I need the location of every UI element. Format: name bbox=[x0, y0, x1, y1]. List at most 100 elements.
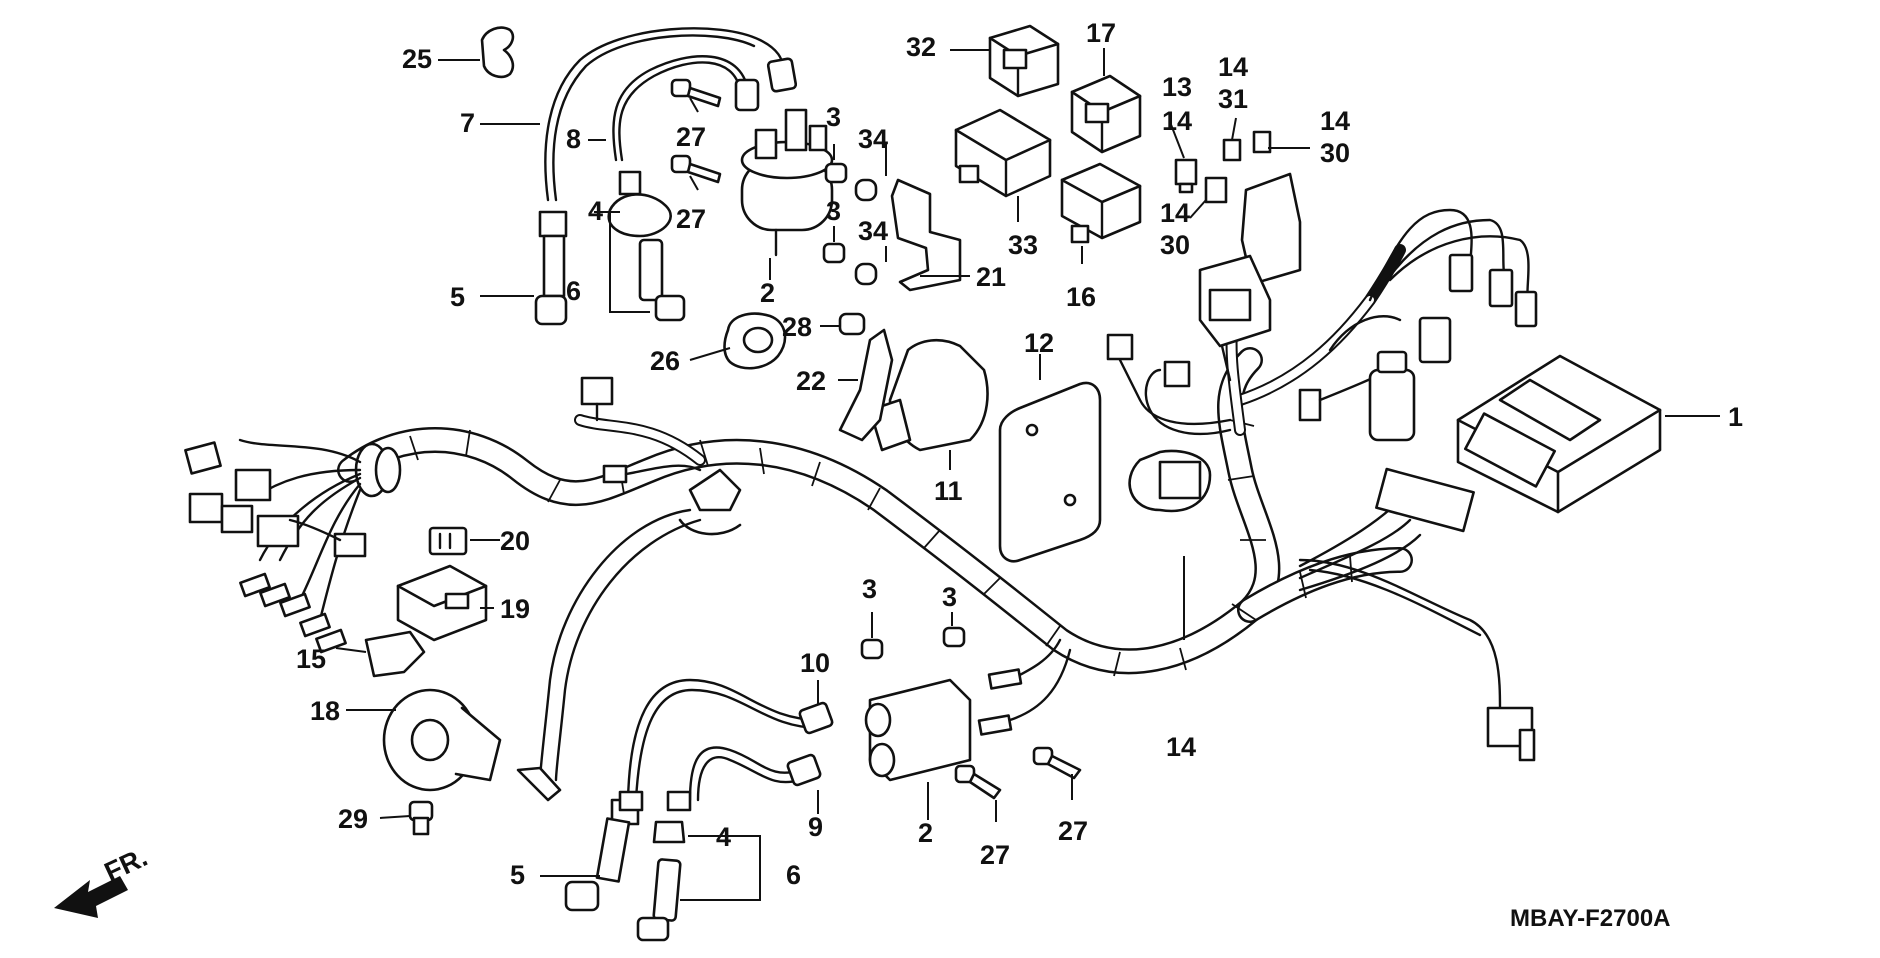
label-31: 31 bbox=[1218, 84, 1248, 114]
clip-22 bbox=[838, 328, 894, 442]
collar-34-a bbox=[854, 178, 878, 202]
label-3-c: 3 bbox=[862, 574, 877, 604]
nut-3-c bbox=[860, 638, 884, 660]
label-34-a: 34 bbox=[858, 124, 888, 154]
bolt-27-d bbox=[1032, 746, 1082, 780]
horn-18 bbox=[382, 688, 502, 792]
label-26: 26 bbox=[650, 346, 680, 376]
label-12: 12 bbox=[1024, 328, 1054, 358]
fuse-31 bbox=[1222, 138, 1242, 162]
horn-wire-2 bbox=[554, 518, 702, 782]
nut-3-b bbox=[822, 242, 846, 264]
clip-25 bbox=[480, 26, 515, 79]
horn-terminal bbox=[516, 766, 562, 802]
diagram-code: MBAY-F2700A bbox=[1510, 905, 1671, 932]
label-14-c: 14 bbox=[1320, 106, 1350, 136]
horn-wire bbox=[538, 508, 692, 782]
label-10: 10 bbox=[800, 648, 830, 678]
connector-20 bbox=[428, 526, 468, 556]
label-30-b: 30 bbox=[1160, 230, 1190, 260]
label-1: 1 bbox=[1728, 402, 1743, 432]
label-14-e: 14 bbox=[1166, 732, 1196, 762]
ecm-unit bbox=[1456, 354, 1662, 514]
plug-boot-top bbox=[607, 170, 672, 238]
bolt-27-c bbox=[954, 764, 1002, 800]
label-27-c: 27 bbox=[980, 840, 1010, 870]
front-direction-label: FR. bbox=[100, 842, 152, 888]
label-2-relay: 2 bbox=[760, 278, 775, 308]
label-17: 17 bbox=[1086, 18, 1116, 48]
spark-plug-bottom bbox=[636, 820, 686, 942]
label-20: 20 bbox=[500, 526, 530, 556]
grommet-28 bbox=[838, 312, 866, 336]
label-2-coil: 2 bbox=[918, 818, 933, 848]
left-harness-branch bbox=[184, 438, 367, 654]
starter-relay-top bbox=[740, 108, 834, 257]
label-25: 25 bbox=[402, 44, 432, 74]
label-33: 33 bbox=[1008, 230, 1038, 260]
label-6-bottom: 6 bbox=[786, 860, 801, 890]
label-13: 13 bbox=[1162, 72, 1192, 102]
plug-wires-lower bbox=[618, 678, 834, 812]
label-14-a: 14 bbox=[1162, 106, 1192, 136]
relay-17 bbox=[1070, 74, 1142, 154]
label-5-bottom: 5 bbox=[510, 860, 525, 890]
label-28: 28 bbox=[782, 312, 812, 342]
label-19: 19 bbox=[500, 594, 530, 624]
label-27-b: 27 bbox=[676, 204, 706, 234]
spark-plug-top bbox=[638, 238, 686, 322]
label-4-bottom: 4 bbox=[716, 822, 731, 852]
plate-12 bbox=[998, 381, 1102, 563]
fuse-14-30 bbox=[1252, 130, 1272, 154]
relay-16 bbox=[1060, 162, 1142, 244]
bolt-27-b bbox=[670, 154, 722, 184]
label-27-d: 27 bbox=[1058, 816, 1088, 846]
nut-3-d bbox=[942, 626, 966, 648]
label-15: 15 bbox=[296, 644, 326, 674]
label-5-top: 5 bbox=[450, 282, 465, 312]
label-29: 29 bbox=[338, 804, 368, 834]
relay-bracket bbox=[890, 178, 962, 292]
right-harness-branch bbox=[1234, 208, 1538, 762]
label-6-top: 6 bbox=[566, 276, 581, 306]
label-3-d: 3 bbox=[942, 582, 957, 612]
label-14-d: 14 bbox=[1160, 198, 1190, 228]
label-9: 9 bbox=[808, 812, 823, 842]
label-7: 7 bbox=[460, 108, 475, 138]
nut-3-a bbox=[824, 162, 848, 184]
label-34-b: 34 bbox=[858, 216, 888, 246]
front-direction-arrow bbox=[54, 876, 128, 918]
fuse-13 bbox=[1174, 158, 1198, 194]
relay-33 bbox=[954, 108, 1052, 198]
relay-19 bbox=[396, 564, 488, 642]
spark-plug-cap-top bbox=[534, 210, 568, 326]
fuse-box bbox=[1198, 172, 1302, 382]
label-18: 18 bbox=[310, 696, 340, 726]
ignition-coil bbox=[864, 678, 972, 782]
bolt-29 bbox=[408, 800, 434, 836]
label-21: 21 bbox=[976, 262, 1006, 292]
upper-harness-branch bbox=[574, 376, 742, 536]
label-22: 22 bbox=[796, 366, 826, 396]
relay-32 bbox=[988, 24, 1060, 98]
collar-34-b bbox=[854, 262, 878, 286]
label-3-b: 3 bbox=[826, 196, 841, 226]
label-32: 32 bbox=[906, 32, 936, 62]
fuse-14-a bbox=[1204, 176, 1228, 204]
label-11: 11 bbox=[934, 476, 963, 506]
callout-labels: 1 2 2 3 3 3 3 4 4 5 5 6 6 7 8 9 10 11 12… bbox=[100, 18, 1743, 932]
label-16: 16 bbox=[1066, 282, 1096, 312]
bolt-27-a bbox=[670, 78, 722, 108]
label-30-a: 30 bbox=[1320, 138, 1350, 168]
plug-wires-upper bbox=[544, 27, 798, 202]
clamp-26 bbox=[723, 312, 787, 370]
spark-plug-cap-bottom bbox=[564, 798, 640, 912]
label-4-top: 4 bbox=[588, 196, 603, 226]
bracket-15 bbox=[364, 630, 426, 678]
label-8: 8 bbox=[566, 124, 581, 154]
leader-lines bbox=[335, 48, 1720, 901]
label-27-a: 27 bbox=[676, 122, 706, 152]
label-14-b: 14 bbox=[1218, 52, 1248, 82]
label-3-a: 3 bbox=[826, 102, 841, 132]
